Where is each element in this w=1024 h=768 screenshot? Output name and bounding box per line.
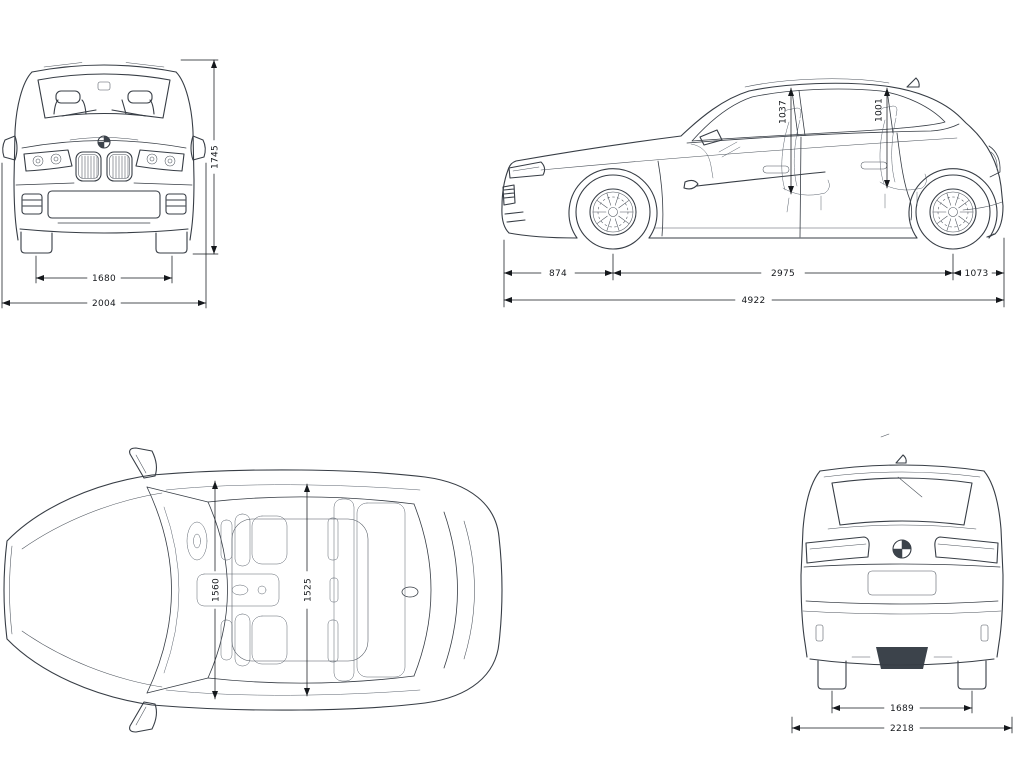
dim-rear-overhang: 1073 bbox=[952, 237, 1005, 308]
fender-vent bbox=[683, 171, 826, 190]
side-mirror-right bbox=[190, 135, 206, 161]
dim-length-value: 4922 bbox=[741, 296, 765, 306]
dim-front-height-value: 1745 bbox=[211, 145, 221, 169]
antenna-fin bbox=[906, 77, 920, 88]
dim-front-track-value: 1680 bbox=[92, 274, 116, 284]
taillight-right bbox=[934, 536, 999, 564]
dim-front-height: 1745 bbox=[180, 59, 221, 255]
rearview-mirror bbox=[97, 81, 111, 91]
dim-headroom-front-value: 1037 bbox=[779, 100, 789, 124]
dim-front-width-value: 2004 bbox=[92, 299, 116, 309]
kidney-grille bbox=[75, 151, 133, 182]
center-console bbox=[196, 573, 280, 607]
dim-rear-width-value: 2218 bbox=[890, 724, 914, 734]
tire-left bbox=[20, 231, 53, 254]
sunroof bbox=[231, 518, 369, 662]
steering-wheel bbox=[186, 521, 208, 561]
front-wheel-arch bbox=[568, 168, 658, 239]
front-seats-through-glass bbox=[53, 90, 155, 117]
front-view-panel: 1745 1680 2004 bbox=[1, 59, 221, 309]
dim-wheelbase-value: 2975 bbox=[771, 269, 795, 279]
tire-right bbox=[957, 660, 987, 690]
rear-car-drawing bbox=[800, 433, 1004, 690]
dim-interior-width-front-value: 1560 bbox=[212, 578, 222, 602]
taillight-side bbox=[988, 145, 1001, 178]
rear-window bbox=[831, 477, 973, 526]
fog-intake-right bbox=[165, 193, 187, 215]
bumper-mesh bbox=[47, 190, 161, 219]
bmw-roundel-icon bbox=[97, 135, 111, 149]
dim-length: 4922 bbox=[503, 296, 1005, 306]
antenna-fin-top bbox=[401, 586, 419, 598]
side-mirror-left bbox=[2, 135, 18, 161]
reflector-right bbox=[980, 624, 989, 642]
dim-interior-width-rear: 1525 bbox=[304, 483, 314, 697]
antenna-fin-rear bbox=[895, 454, 907, 464]
tire-right bbox=[155, 231, 188, 254]
license-plate-recess bbox=[867, 570, 937, 596]
headlight-left bbox=[23, 149, 73, 172]
dim-interior-width-front: 1560 bbox=[212, 480, 222, 700]
dim-headroom-rear: 1001 bbox=[875, 87, 890, 189]
windshield-top bbox=[146, 486, 172, 694]
rear-window-top bbox=[413, 503, 458, 677]
driver-seat bbox=[220, 513, 288, 567]
interior-top bbox=[163, 484, 421, 696]
fog-intake-left bbox=[21, 193, 43, 215]
door-handle-front bbox=[762, 165, 790, 174]
front-wheel bbox=[575, 174, 651, 250]
door-mirror bbox=[699, 129, 723, 146]
diffuser bbox=[876, 647, 928, 669]
rear-wheel bbox=[915, 174, 991, 250]
dim-front-track: 1680 bbox=[35, 255, 173, 284]
side-view-panel: 1037 1001 874 2975 1073 4922 bbox=[501, 77, 1005, 308]
top-car-drawing bbox=[3, 447, 503, 733]
mirror-top-right bbox=[129, 701, 158, 733]
front-grille-side bbox=[502, 184, 526, 223]
rear-view-panel: 1689 2218 bbox=[791, 433, 1013, 734]
passenger-seat bbox=[220, 613, 288, 667]
dim-rear-track: 1689 bbox=[831, 690, 973, 714]
antenna-mark bbox=[880, 433, 890, 438]
dim-wheelbase: 2975 bbox=[612, 269, 954, 279]
greenhouse bbox=[691, 88, 946, 142]
dim-front-width: 2004 bbox=[1, 162, 207, 309]
dim-rear-track-value: 1689 bbox=[890, 704, 914, 714]
dim-front-overhang: 874 bbox=[503, 239, 614, 308]
dim-headroom-front: 1037 bbox=[779, 87, 794, 195]
rear-wiper bbox=[897, 476, 923, 498]
bmw-roundel-icon bbox=[892, 539, 912, 559]
reflector-left bbox=[815, 624, 824, 642]
headlight-right bbox=[135, 149, 185, 172]
dim-interior-width-rear-value: 1525 bbox=[304, 578, 314, 602]
front-car-drawing bbox=[2, 62, 206, 254]
dim-front-overhang-value: 874 bbox=[549, 269, 567, 279]
side-car-drawing bbox=[501, 77, 1004, 250]
interior-seats bbox=[690, 105, 927, 213]
taillight-left bbox=[805, 536, 870, 564]
dim-rear-overhang-value: 1073 bbox=[964, 269, 988, 279]
tire-left bbox=[817, 660, 847, 690]
top-view-panel: 1560 1525 bbox=[3, 447, 503, 733]
windshield bbox=[37, 73, 171, 119]
dim-rear-width: 2218 bbox=[791, 716, 1013, 734]
rear-wheel-arch bbox=[908, 168, 998, 239]
mirror-top-left bbox=[129, 447, 158, 479]
headlight-side bbox=[508, 161, 546, 179]
door-handle-rear bbox=[860, 161, 888, 170]
rear-bench bbox=[327, 498, 406, 682]
dim-headroom-rear-value: 1001 bbox=[875, 98, 885, 122]
